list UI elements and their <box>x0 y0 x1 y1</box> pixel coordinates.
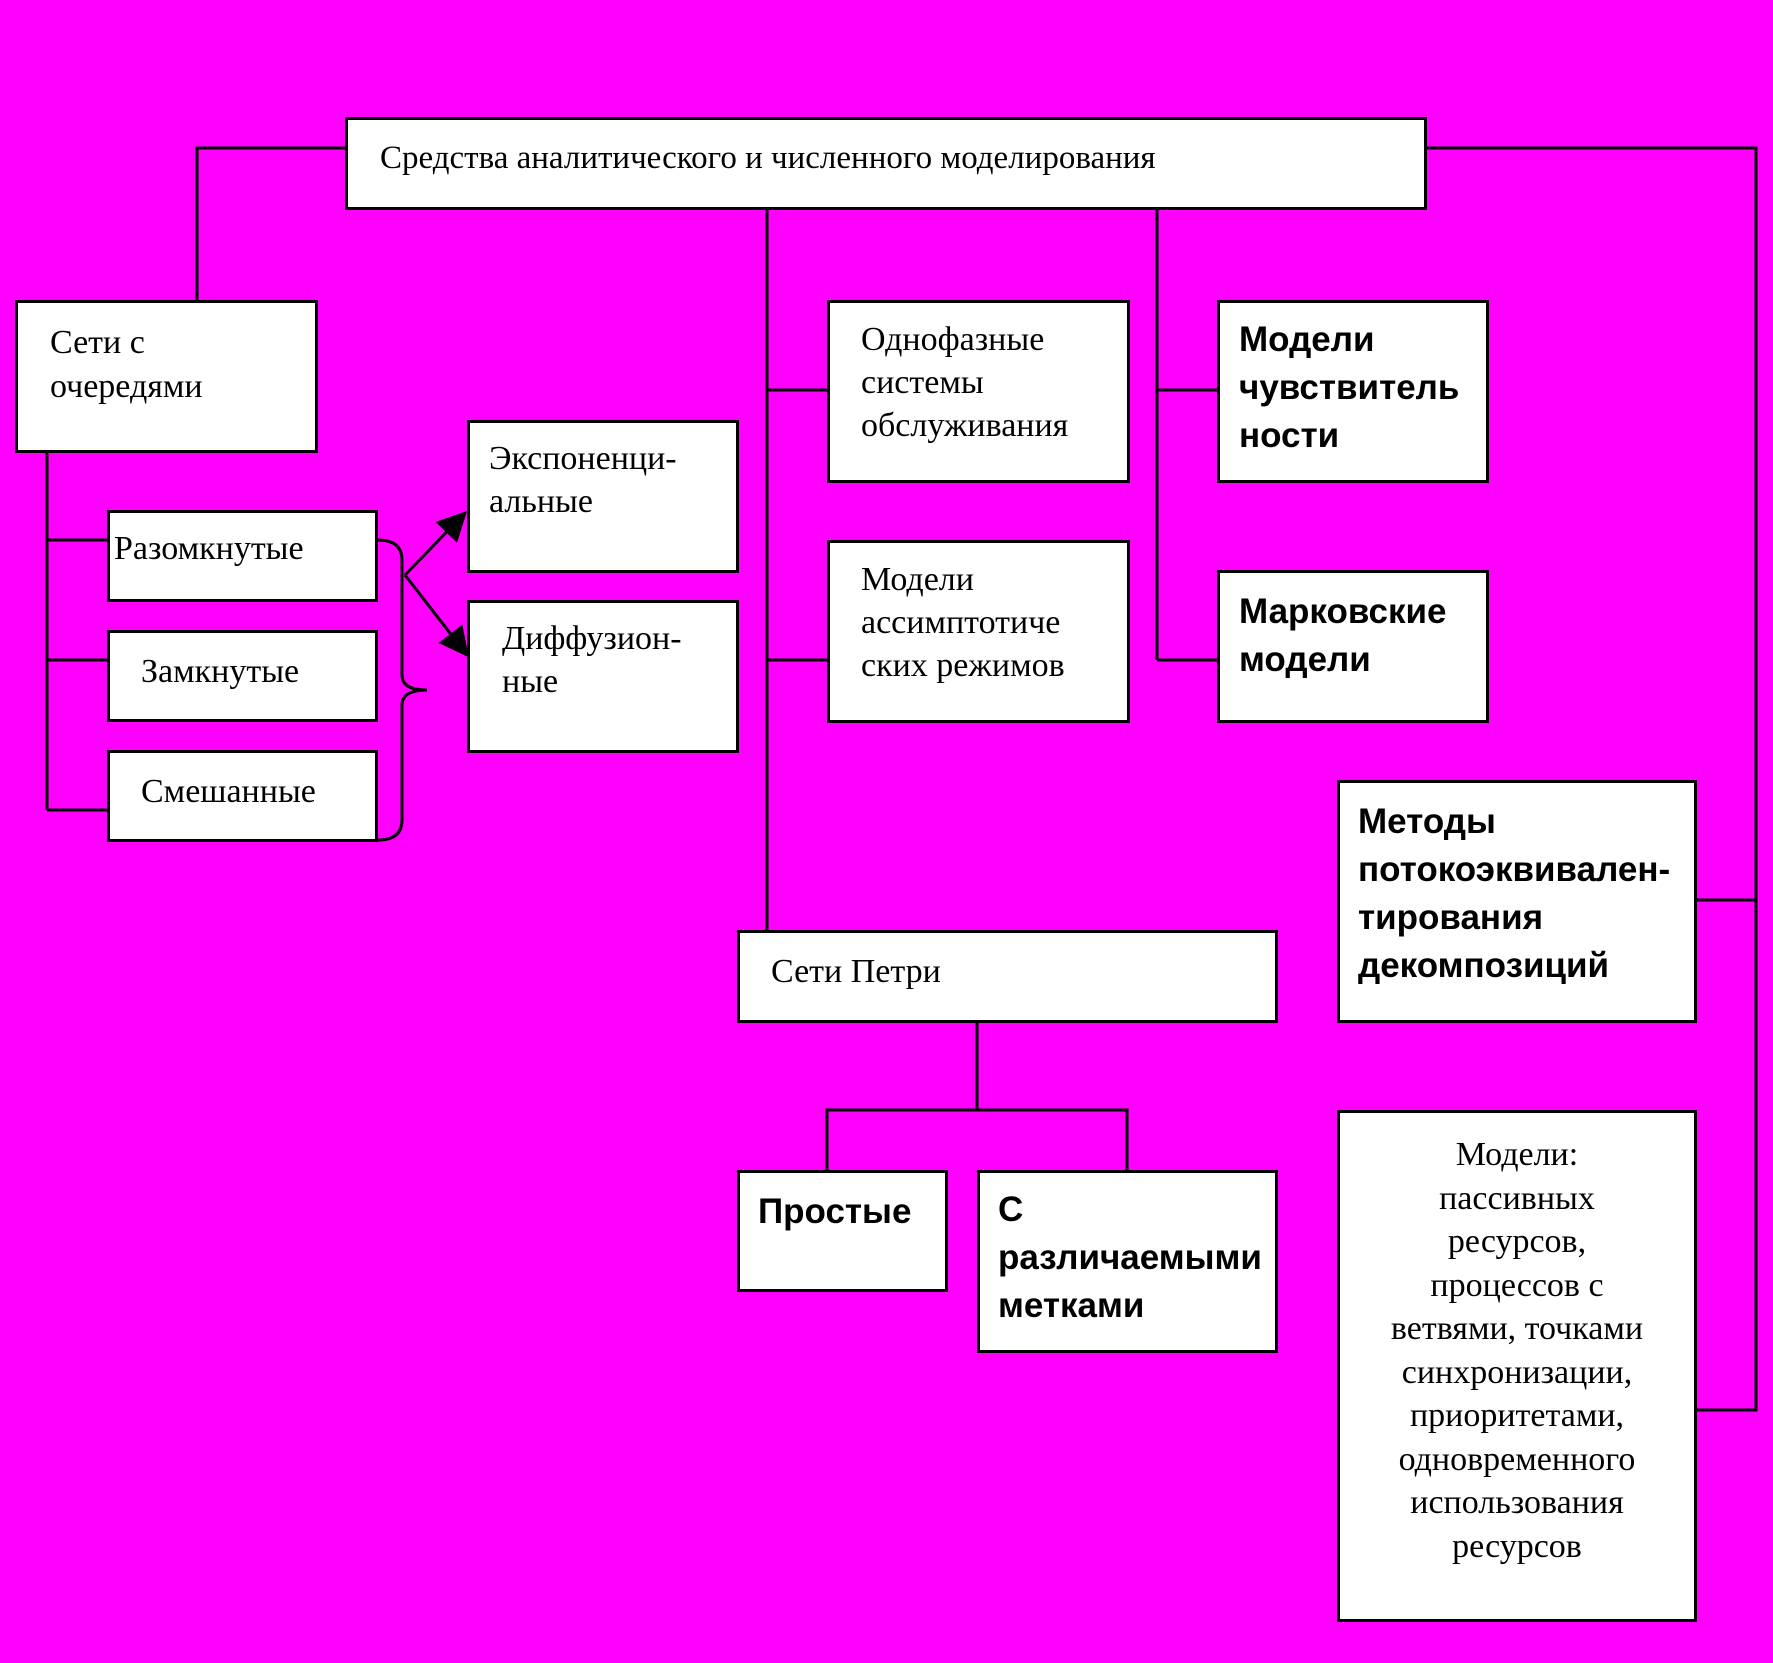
markov-node: Марковские модели <box>1217 570 1489 723</box>
diffusion-node: Диффузион- ные <box>467 600 739 753</box>
flow-equivalent-node: Методы потокоэквивален- тирования декомп… <box>1337 780 1697 1023</box>
open-networks-node: Разомкнутые <box>107 510 378 602</box>
mixed-networks-node: Смешанные <box>107 750 378 842</box>
petri-colored-node: С различаемыми метками <box>977 1170 1278 1353</box>
closed-networks-node: Замкнутые <box>107 630 378 722</box>
connector-root-to-queue-networks <box>195 146 345 300</box>
connector-root-to-right-bus <box>1427 146 1758 1412</box>
sensitivity-node: Модели чувствитель ности <box>1217 300 1489 483</box>
single-phase-node: Однофазные системы обслуживания <box>827 300 1130 483</box>
arrow-to-diffusion <box>403 574 469 658</box>
connector-petri-branch <box>825 1108 1129 1170</box>
queue-networks-node: Сети с очередями <box>15 300 318 453</box>
petri-nets-node: Сети Петри <box>737 930 1278 1023</box>
petri-simple-node: Простые <box>737 1170 948 1292</box>
exponential-node: Экспоненци- альные <box>467 420 739 573</box>
brace <box>377 538 428 842</box>
arrow-to-exponential <box>403 510 468 577</box>
resource-models-node: Модели: пассивных ресурсов, процессов с … <box>1337 1110 1697 1622</box>
asymptotic-node: Модели ассимптотиче ских режимов <box>827 540 1130 723</box>
root-node: Средства аналитического и численного мод… <box>345 117 1427 210</box>
